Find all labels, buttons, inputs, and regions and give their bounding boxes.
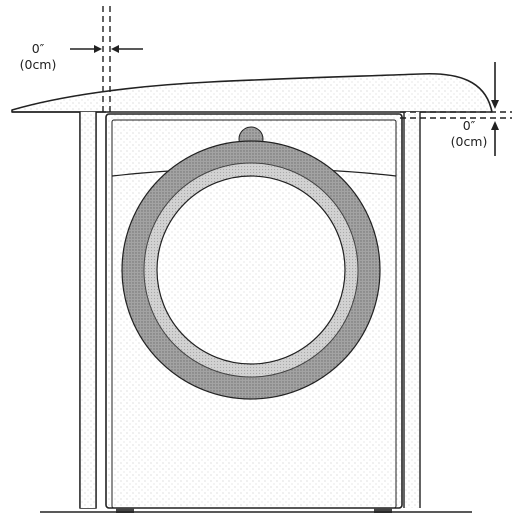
top-clearance-cm: (0cm)	[450, 134, 488, 149]
right-foot	[374, 508, 392, 513]
left-foot	[116, 508, 134, 513]
top-clearance-inches: 0″	[462, 118, 476, 133]
right-cabinet-fill	[404, 112, 420, 508]
top-clearance-marker	[400, 62, 512, 156]
left-cabinet-fill	[80, 112, 96, 508]
door-glass	[156, 175, 346, 365]
side-clearance-cm: (0cm)	[19, 57, 57, 72]
countertop	[11, 72, 493, 113]
side-clearance-marker	[70, 6, 143, 112]
side-clearance-inches: 0″	[31, 41, 45, 56]
